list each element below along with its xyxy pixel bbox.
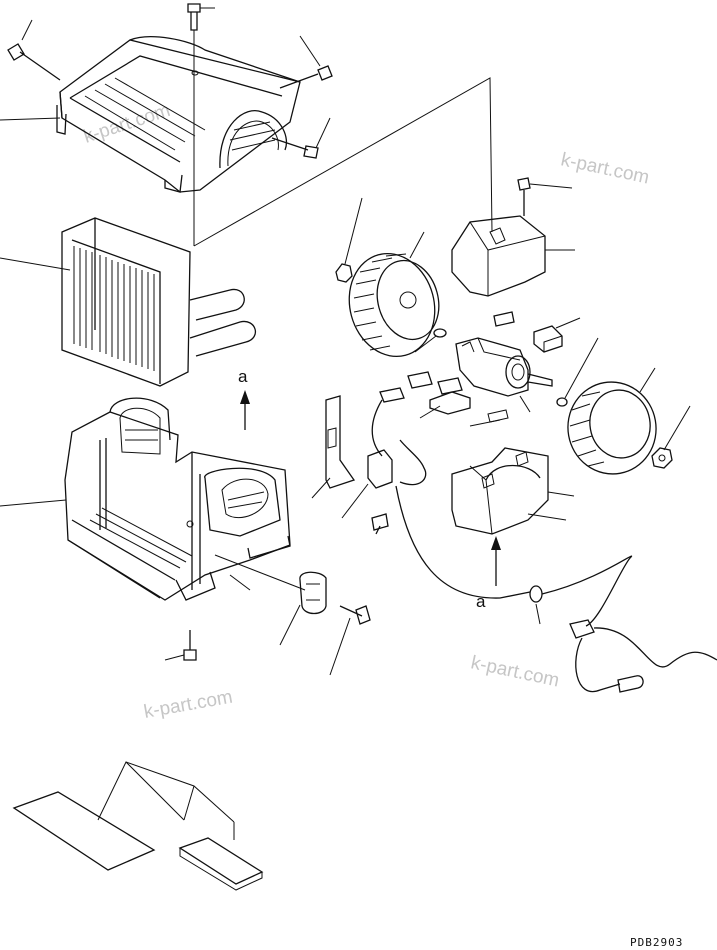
arrow-a-left: a: [238, 367, 250, 430]
heater-core: [0, 217, 256, 387]
label-sheet-small: [178, 822, 264, 891]
leader-washer-right: [564, 337, 599, 399]
heater-case: [0, 396, 291, 601]
clamp-screw: [329, 605, 371, 676]
arrow-label-a-right: a: [476, 592, 486, 611]
leader-washer: [414, 335, 437, 353]
blower-case-upper: [451, 215, 575, 297]
resistor-bracket: [311, 395, 356, 499]
blower-fan-left: [348, 231, 440, 358]
cover-bolt-right-2: [271, 117, 331, 159]
small-bracket: [493, 311, 515, 327]
connector-right: [533, 317, 581, 353]
label-sheet-large: [12, 761, 235, 871]
cover-bolt-right-1: [279, 35, 333, 89]
watermark-3: k-part.com: [469, 652, 561, 691]
arrow-a-right: a: [476, 536, 501, 611]
leader-clamp: [214, 554, 306, 591]
blower-fan-right: [567, 367, 657, 475]
leader-cover-left: [0, 117, 61, 121]
assembly-line-1: [193, 77, 493, 247]
upper-cover: [56, 36, 301, 193]
harness-cable: [371, 399, 633, 627]
bottom-bolt: [164, 630, 197, 661]
watermark-2: k-part.com: [559, 149, 651, 188]
left-bolt: [7, 19, 61, 81]
clamp: [279, 571, 327, 646]
nut-small: [335, 197, 363, 283]
arrow-label-a-left: a: [238, 367, 248, 386]
blower-case-lower: [451, 447, 575, 535]
washer: [433, 328, 447, 338]
resistor: [341, 449, 393, 535]
drawing-code: PDB2903: [630, 936, 683, 949]
plug-and-ground: [569, 619, 717, 693]
nut-right: [651, 405, 691, 469]
blower-motor: [455, 337, 553, 413]
screw-top-right: [517, 177, 573, 216]
top-bolt: [187, 3, 215, 246]
watermark-4: k-part.com: [142, 687, 234, 723]
harness-connectors: [379, 371, 509, 427]
washer-right: [556, 397, 568, 407]
